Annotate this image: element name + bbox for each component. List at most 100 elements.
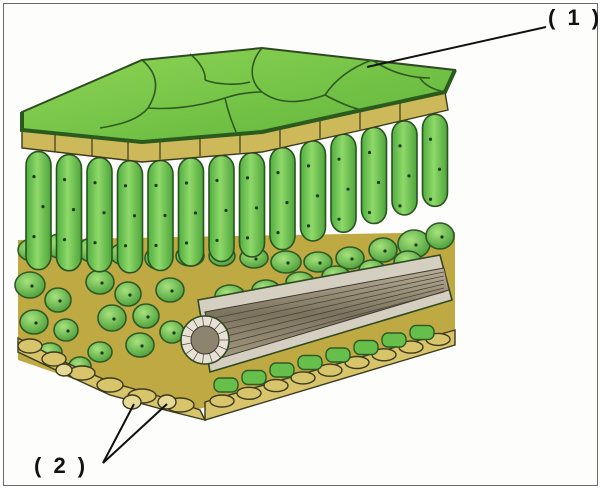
chloroplast [224, 209, 227, 212]
chloroplast [154, 244, 157, 247]
chloroplast [66, 329, 69, 332]
chloroplast [140, 344, 143, 347]
chloroplast [170, 289, 173, 292]
label-1: ( 1 ) [548, 5, 602, 31]
chloroplast [163, 214, 166, 217]
palisade-cell [392, 121, 417, 215]
chloroplast [124, 184, 127, 187]
chloroplast [368, 211, 371, 214]
chloroplast [172, 331, 175, 334]
palisade-cell [87, 158, 112, 272]
chloroplast [63, 178, 66, 181]
label-2: ( 2 ) [34, 453, 88, 479]
chloroplast [398, 144, 401, 147]
chloroplast [112, 317, 115, 320]
lower-epidermis-cell [237, 387, 261, 399]
chloroplast [102, 211, 105, 214]
chloroplast [337, 158, 340, 161]
chloroplast [246, 176, 249, 179]
chloroplast [383, 249, 386, 252]
palisade-cell [209, 155, 234, 261]
palisade-cell [270, 148, 295, 250]
spongy-cell [115, 282, 141, 306]
palisade-cell [362, 128, 387, 224]
chloroplast [286, 261, 289, 264]
chloroplast [128, 293, 131, 296]
chloroplast [93, 241, 96, 244]
chloroplast [285, 201, 288, 204]
chloroplast [185, 181, 188, 184]
bundle-sheath-cell [242, 371, 266, 385]
spongy-cell [86, 270, 114, 294]
spongy-cell [133, 304, 159, 328]
spongy-cell [126, 333, 154, 357]
palisade-cell [240, 153, 265, 257]
chloroplast [124, 244, 127, 247]
chloroplast [440, 235, 443, 238]
bundle-sheath-cell [382, 333, 406, 347]
bundle-sheath-cell [326, 348, 350, 362]
lower-epidermis-cell [264, 380, 288, 392]
chloroplast [100, 351, 103, 354]
bundle-sheath-cell [270, 363, 294, 377]
chloroplast [34, 321, 37, 324]
lower-epidermis-cell [69, 366, 95, 380]
bundle-sheath-cell [214, 378, 238, 392]
chloroplast [414, 243, 417, 246]
chloroplast [246, 236, 249, 239]
chloroplast [407, 174, 410, 177]
spongy-cell [54, 319, 78, 341]
palisade-cell [179, 158, 204, 266]
palisade-cell [423, 114, 448, 206]
spongy-cell [369, 238, 397, 262]
spongy-cell [20, 310, 48, 334]
chloroplast [63, 238, 66, 241]
chloroplast [185, 241, 188, 244]
chloroplast [307, 164, 310, 167]
chloroplast [93, 181, 96, 184]
bundle-sheath-cell [298, 356, 322, 370]
chloroplast [276, 171, 279, 174]
chloroplast [254, 257, 257, 260]
leader-line-2 [103, 404, 167, 463]
chloroplast [316, 194, 319, 197]
lower-epidermis-cell [291, 372, 315, 384]
palisade-cell [148, 161, 173, 271]
chloroplast [100, 281, 103, 284]
bundle-sheath-cell [354, 341, 378, 355]
spongy-cell [271, 251, 301, 273]
palisade-cell [118, 161, 143, 273]
chloroplast [438, 168, 441, 171]
chloroplast [58, 299, 61, 302]
chloroplast [133, 214, 136, 217]
spongy-cell [15, 272, 45, 298]
chloroplast [276, 231, 279, 234]
spongy-cell [426, 223, 454, 249]
chloroplast [32, 235, 35, 238]
chloroplast [429, 138, 432, 141]
lower-epidermis-cell [97, 378, 123, 392]
chloroplast [72, 208, 75, 211]
chloroplast [398, 204, 401, 207]
chloroplast [32, 175, 35, 178]
bundle-sheath-cell [410, 326, 434, 340]
chloroplast [30, 284, 33, 287]
leader-line-1 [367, 27, 546, 67]
chloroplast [307, 224, 310, 227]
spongy-cell [88, 342, 112, 362]
chloroplast [318, 261, 321, 264]
chloroplast [350, 257, 353, 260]
palisade-cell [57, 155, 82, 271]
spongy-cell [156, 278, 184, 302]
chloroplast [215, 179, 218, 182]
spongy-cell [98, 305, 126, 331]
chloroplast [146, 315, 149, 318]
chloroplast [337, 218, 340, 221]
palisade-cell [331, 134, 356, 232]
lower-epidermis-cell [18, 339, 42, 353]
lower-epidermis-cell [210, 395, 234, 407]
spongy-cell [45, 288, 71, 312]
chloroplast [41, 205, 44, 208]
chloroplast [346, 188, 349, 191]
